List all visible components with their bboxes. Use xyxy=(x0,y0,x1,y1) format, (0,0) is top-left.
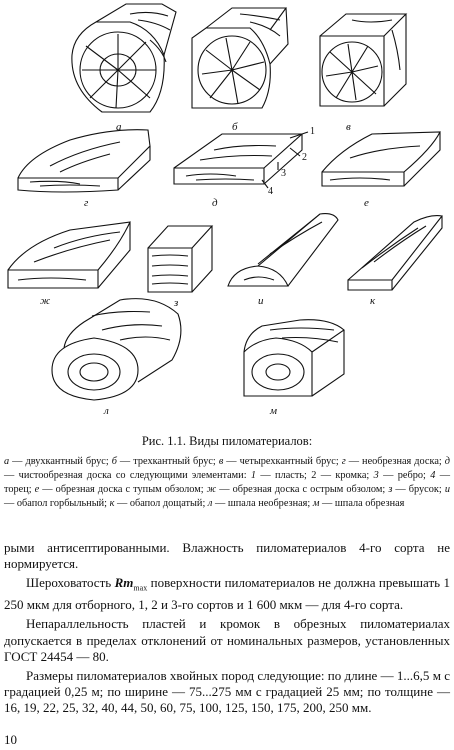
sleeper-unedged xyxy=(52,299,181,400)
board-blunt-wane xyxy=(322,132,440,186)
slab-board xyxy=(348,216,442,290)
paragraph-moisture: рыми антисептированными. Влажность пилом… xyxy=(4,540,450,572)
paragraph-roughness: Шероховатость Rmmax поверхности пиломате… xyxy=(4,575,450,613)
legend-item: 4 — торец; xyxy=(4,470,451,495)
beam-four-edged xyxy=(320,14,406,106)
paragraph-sizes: Размеры пиломатериалов хвойных пород сле… xyxy=(4,668,450,716)
legend-item: 1 — пласть; 2 — кромка; xyxy=(250,470,374,481)
legend-item: д — чистообрезная доска со следующими эл… xyxy=(4,456,450,481)
figure-label-zh: ж xyxy=(40,295,51,307)
paragraph-parallelism: Непараллельность пластей и кромок в обре… xyxy=(4,616,450,664)
figure-label-v: в xyxy=(346,121,351,133)
figure-label-m: м xyxy=(269,405,277,417)
figure-label-e: е xyxy=(364,197,369,209)
board-sharp-wane xyxy=(8,222,130,288)
part-number-3: 3 xyxy=(281,168,286,179)
board-clean-edged xyxy=(174,134,302,184)
figure-label-a: а xyxy=(116,121,122,133)
legend-item: г — необрезная доска; xyxy=(341,456,445,467)
lumber-figure: а б в г д е ж з и к л м 1 2 3 4 xyxy=(0,0,454,417)
page-number: 10 xyxy=(4,732,17,747)
legend-item: к — обапол дощатый; xyxy=(109,498,208,509)
legend-item: в — четырехкантный брус; xyxy=(218,456,342,467)
slab-side xyxy=(228,214,338,286)
figure-label-b: б xyxy=(232,121,238,133)
legend-item: е — обрезная доска с тупым обзолом; xyxy=(34,484,207,495)
bar xyxy=(148,226,212,292)
board-unedged xyxy=(18,130,150,192)
legend-item: м — шпала обрезная xyxy=(312,498,405,509)
legend-item: з — брусок; xyxy=(388,484,445,495)
part-number-4: 4 xyxy=(268,186,273,197)
figure-label-z: з xyxy=(173,297,178,309)
legend-item: 3 — ребро; xyxy=(373,470,431,481)
figure-legend: а — двухкантный брус; б — трехкантный бр… xyxy=(4,455,450,511)
part-number-2: 2 xyxy=(302,152,307,163)
figure-label-i: и xyxy=(258,295,264,307)
figure-caption: Рис. 1.1. Виды пиломатериалов: xyxy=(141,434,313,448)
figure-label-k: к xyxy=(370,295,376,307)
legend-item: и — обапол горбыльный; xyxy=(4,484,450,509)
sleeper-edged xyxy=(244,320,344,396)
legend-item: л — шпала необрезная; xyxy=(207,498,313,509)
legend-item: ж — обрезная доска с острым обзолом; xyxy=(206,484,389,495)
legend-item: б — трехкантный брус; xyxy=(111,456,219,467)
beam-two-edged xyxy=(72,4,176,112)
figure-label-l: л xyxy=(103,405,109,417)
part-number-1: 1 xyxy=(310,126,315,137)
beam-three-edged xyxy=(192,8,288,108)
body-text: рыми антисептированными. Влажность пилом… xyxy=(4,540,450,717)
figure-label-g: г xyxy=(84,197,89,209)
figure-label-d: д xyxy=(212,197,218,209)
legend-item: а — двухкантный брус; xyxy=(4,456,112,467)
